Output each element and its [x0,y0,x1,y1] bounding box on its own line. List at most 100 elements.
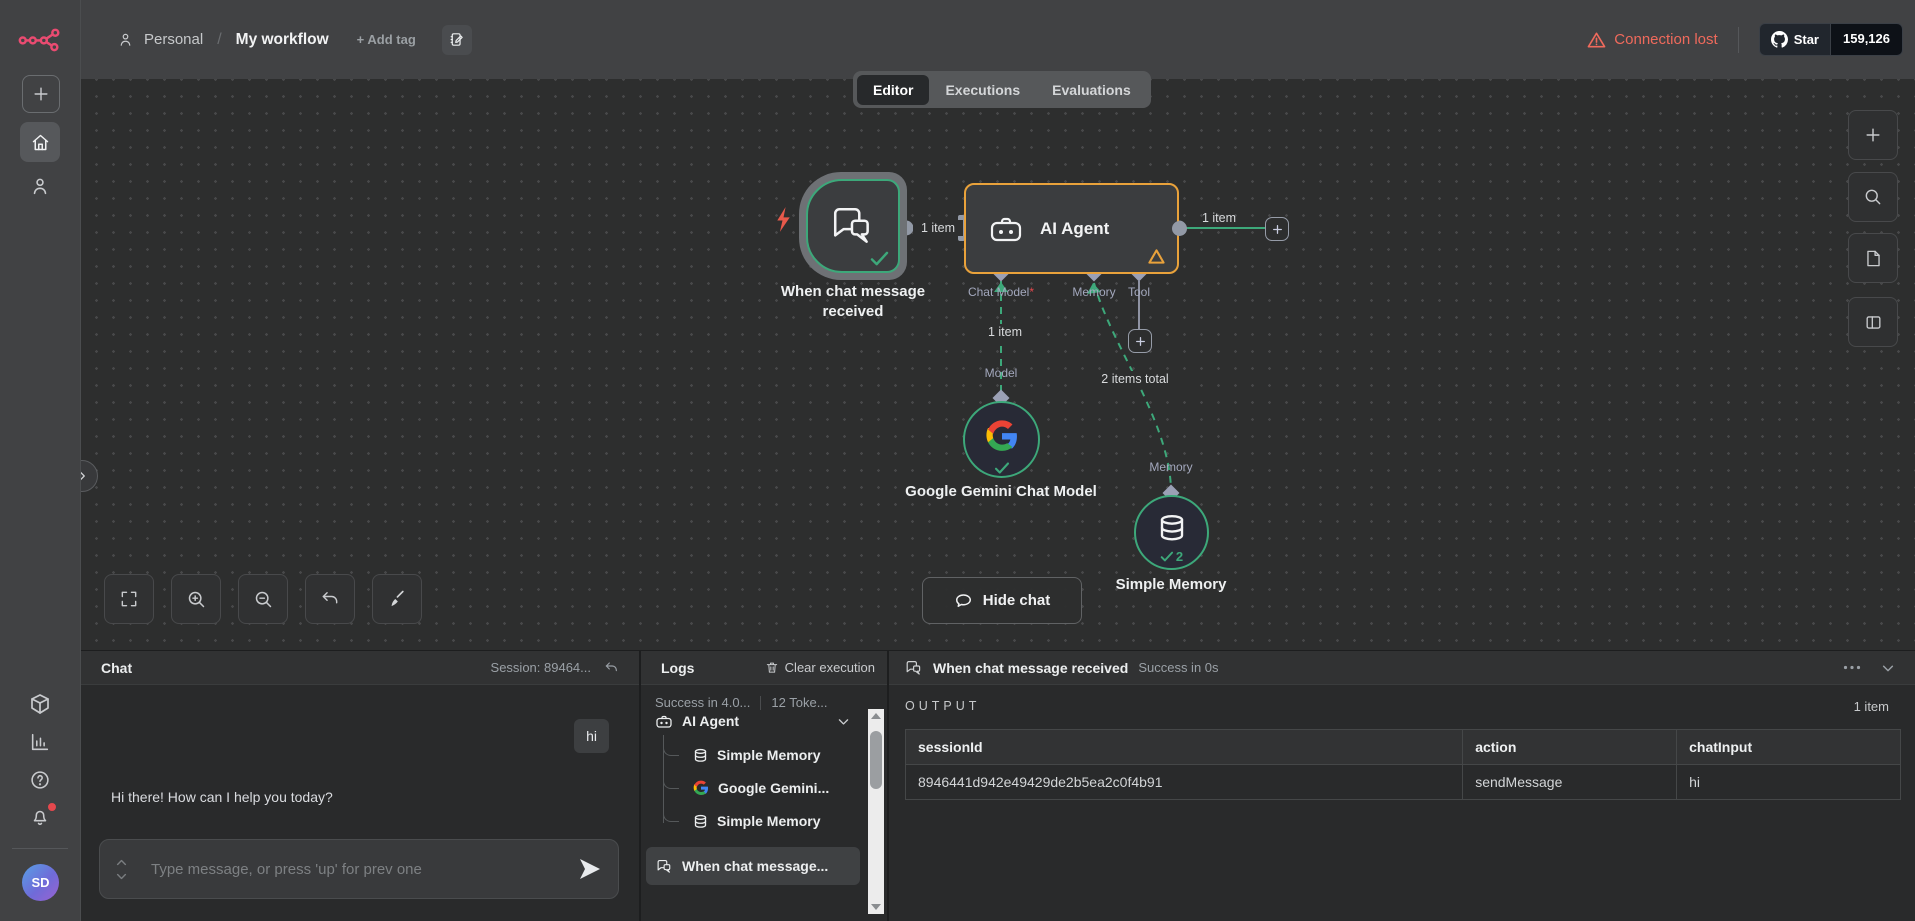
undo-button[interactable] [305,574,355,624]
project-person-icon [117,31,134,48]
breadcrumb-project[interactable]: Personal [144,31,203,48]
send-message-button[interactable] [578,858,602,880]
port-label-tool: Tool [1109,285,1169,299]
chat-title: Chat [81,660,132,676]
n8n-logo[interactable] [18,26,62,52]
github-star-count[interactable]: 159,126 [1830,24,1902,55]
logs-summary-status: Success in 4.0... [655,695,750,710]
sidebar-item-overview[interactable] [20,122,60,162]
edge-label-trigger-agent: 1 item [913,220,963,236]
chat-message-assistant: Hi there! How can I help you today? [111,789,333,805]
hide-chat-button[interactable]: Hide chat [922,577,1082,624]
database-icon [693,748,708,763]
connection-status: Connection lost [1587,31,1717,49]
avatar-initials: SD [31,875,49,890]
chat-message-input[interactable] [149,860,578,879]
topbar-right: Connection lost Star 159,126 [1587,0,1903,79]
scroll-up-arrow[interactable] [870,711,882,721]
topbar-divider [1738,27,1739,53]
tree-elbow [663,741,679,756]
user-avatar[interactable]: SD [22,864,59,901]
message-history-stepper[interactable] [116,859,127,880]
clear-execution-button[interactable]: Clear execution [765,660,887,675]
robot-icon [655,714,673,729]
sidebar-item-personal[interactable] [28,174,52,198]
chevron-down-icon[interactable] [837,715,850,728]
output-cell-sessionid: 8946441d942e49429de2b5ea2c0f4b91 [906,765,1463,800]
logs-title: Logs [641,660,694,676]
node-simple-memory[interactable]: 2 [1134,495,1209,570]
chat-panel-header: Chat Session: 89464... [81,651,639,685]
log-row-simple-memory-2[interactable]: Simple Memory [693,813,820,829]
agent-output-dot[interactable] [1172,221,1187,236]
model-node-label: Google Gemini Chat Model [901,482,1101,502]
zoom-out-button[interactable] [238,574,288,624]
tidy-up-button[interactable] [372,574,422,624]
model-success-check-icon [994,462,1010,474]
collapse-panel-chevron-icon[interactable] [1881,661,1895,675]
agent-node-label: AI Agent [1040,219,1109,239]
toggle-panel-button[interactable] [1848,297,1898,347]
zoom-in-button[interactable] [171,574,221,624]
chat-panel: Chat Session: 89464... hi Hi there! How … [81,650,641,921]
chat-message-user: hi [574,719,609,753]
notification-dot [46,801,58,813]
database-icon [1157,513,1187,543]
add-node-endpoint-button[interactable] [1265,217,1289,241]
tab-evaluations[interactable]: Evaluations [1036,75,1147,105]
chat-input-container [99,839,619,899]
log-row-when-chat-message[interactable]: When chat message... [646,847,860,885]
output-col-chatinput: chatInput [1677,730,1901,765]
node-ai-agent[interactable]: AI Agent [964,183,1179,274]
node-when-chat-message-received[interactable] [799,172,907,280]
github-star-label: Star [1794,32,1819,47]
github-star-widget[interactable]: Star 159,126 [1759,23,1903,56]
add-node-button[interactable] [1848,110,1898,160]
edge-label-memory-count: 2 items total [1081,371,1189,387]
add-tool-button[interactable] [1128,329,1152,353]
tab-executions[interactable]: Executions [929,75,1036,105]
output-col-sessionid: sessionId [906,730,1463,765]
output-node-title: When chat message received [933,660,1128,676]
output-items-count: 1 item [1854,699,1889,714]
database-icon [693,814,708,829]
help-icon[interactable] [28,768,52,792]
chat-trigger-icon [905,660,923,676]
logs-summary: Success in 4.0... 12 Toke... [655,695,828,710]
notebook-pencil-icon [448,31,465,48]
add-workflow-button[interactable] [22,75,60,113]
chat-trigger-icon [656,859,673,874]
ellipsis-menu-icon[interactable] [1843,665,1861,670]
logs-scrollbar[interactable] [868,709,884,914]
search-button[interactable] [1848,172,1898,222]
logs-panel-header: Logs Clear execution [641,651,887,685]
scrollbar-thumb[interactable] [870,731,882,789]
tab-editor[interactable]: Editor [857,75,929,105]
node-google-gemini-chat-model[interactable] [963,401,1040,478]
output-table: sessionId action chatInput 8946441d942e4… [905,729,1901,800]
breadcrumb-separator: / [217,31,221,49]
add-tag-button[interactable]: + Add tag [357,32,416,47]
insights-icon[interactable] [28,730,52,754]
zoom-to-fit-button[interactable] [104,574,154,624]
reset-session-icon[interactable] [603,660,619,676]
output-cell-action: sendMessage [1463,765,1677,800]
workflow-canvas[interactable]: When chat message received 1 item AI Age… [81,79,1915,650]
sticky-note-button[interactable] [1848,233,1898,283]
port-label-model-in: Model [971,366,1031,380]
log-row-simple-memory-1[interactable]: Simple Memory [693,747,820,763]
templates-icon[interactable] [28,692,52,716]
edit-workflow-button[interactable] [442,25,472,55]
tree-elbow [663,807,679,822]
chat-session-label: Session: 89464... [491,660,591,675]
hide-chat-label: Hide chat [983,592,1051,609]
output-cell-chatinput: hi [1677,765,1901,800]
scroll-down-arrow[interactable] [870,902,882,912]
workflow-title[interactable]: My workflow [236,31,329,49]
port-label-memory-in: Memory [1141,460,1201,474]
trigger-bolt-icon [773,206,793,234]
connection-status-text: Connection lost [1614,31,1717,48]
log-row-google-gemini[interactable]: Google Gemini... [693,780,829,796]
log-row-ai-agent[interactable]: AI Agent [655,713,739,729]
